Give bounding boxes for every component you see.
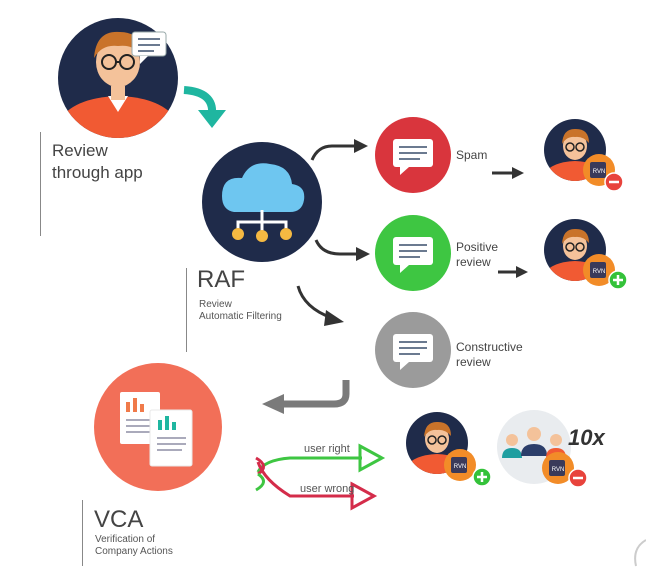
review-line-2: through app <box>52 163 143 182</box>
vca-divider <box>82 500 83 566</box>
return-arrow-icon <box>262 380 350 414</box>
positive-line-2: review <box>456 255 491 269</box>
user-avatar-large <box>58 18 178 138</box>
review-line-1: Review <box>52 141 108 160</box>
vca-title: VCA <box>94 506 144 533</box>
vca-subtitle: Verification of Company Actions <box>95 534 173 558</box>
positive-line-1: Positive <box>456 240 499 254</box>
raf-sub-line-1: Review <box>199 299 232 310</box>
constructive-label: Constructive review <box>456 340 523 370</box>
raf-sub-line-2: Automatic Filtering <box>199 311 282 322</box>
user-right-arrow <box>256 443 386 473</box>
positive-circle-icon <box>375 215 451 291</box>
cloud-filter-icon <box>202 142 322 262</box>
token-label: RVN <box>454 464 467 470</box>
constructive-circle-icon <box>375 312 451 388</box>
user-right-label: user right <box>304 443 350 455</box>
vca-sub-line-1: Verification of <box>95 534 156 545</box>
arrow-positive-outcome <box>498 266 528 278</box>
chat-bubble-icon <box>131 31 167 64</box>
arrow-spam-outcome <box>492 167 524 179</box>
raf-title: RAF <box>197 266 245 293</box>
bracket-marks <box>255 456 265 492</box>
user-wrong-arrow <box>256 461 378 511</box>
rewarded-user-avatar <box>544 219 628 290</box>
group-penalized-avatar <box>497 410 588 488</box>
constructive-line-1: Constructive <box>456 340 523 354</box>
vca-rewarded-user-avatar <box>406 412 492 487</box>
token-label: RVN <box>593 169 606 175</box>
vca-sub-line-2: Company Actions <box>95 546 173 557</box>
raf-subtitle: Review Automatic Filtering <box>199 299 282 323</box>
review-step-label: Review through app <box>52 140 143 184</box>
teal-arrow-icon <box>183 86 226 128</box>
penalized-user-avatar <box>544 119 624 192</box>
arrow-to-spam <box>310 139 368 161</box>
token-label: RVN <box>552 467 565 473</box>
review-divider <box>40 132 41 236</box>
constructive-line-2: review <box>456 355 491 369</box>
corner-arc <box>634 539 646 567</box>
spam-circle-icon <box>375 117 451 193</box>
arrow-to-constructive <box>296 285 344 326</box>
spam-label: Spam <box>456 148 488 162</box>
documents-circle-icon <box>94 363 222 491</box>
arrow-to-positive <box>314 239 370 261</box>
multiplier-label: 10x <box>568 425 605 450</box>
raf-divider <box>186 268 187 352</box>
positive-label: Positive review <box>456 240 498 270</box>
user-wrong-label: user wrong <box>300 483 355 495</box>
token-label: RVN <box>593 269 606 275</box>
